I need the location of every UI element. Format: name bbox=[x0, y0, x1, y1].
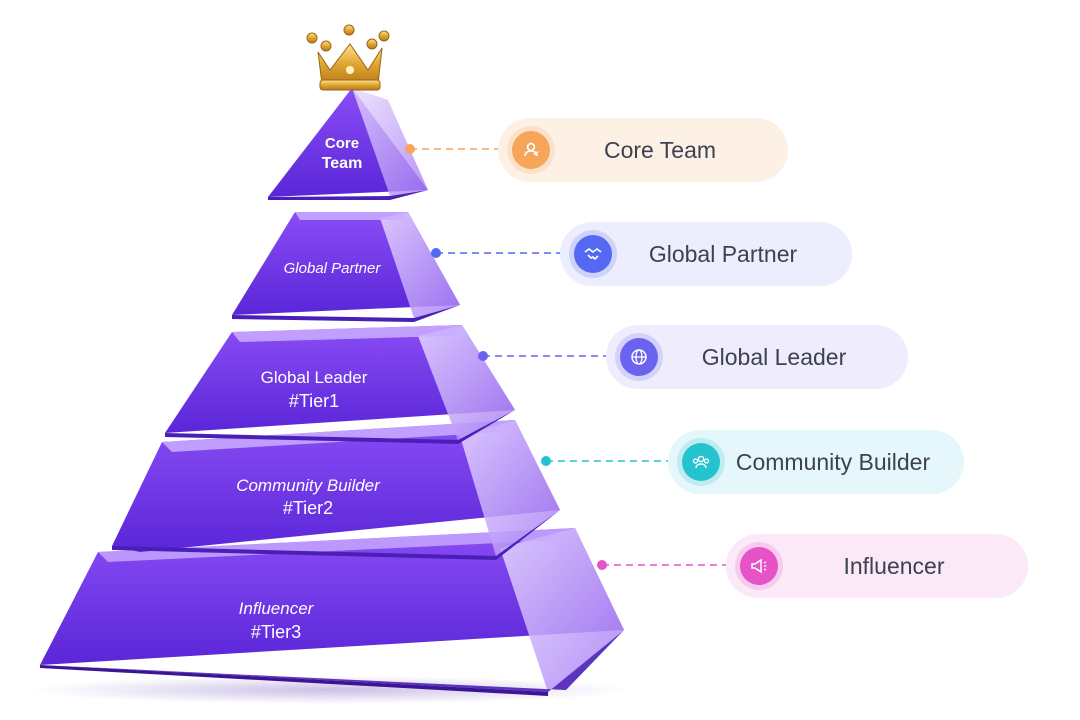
megaphone-icon bbox=[740, 547, 778, 585]
pill-global-leader: Global Leader bbox=[606, 325, 908, 389]
tier-global-leader: Global Leader #Tier1 bbox=[165, 325, 515, 444]
tier-influencer-line1: Influencer bbox=[239, 599, 315, 618]
connector-dot-builder bbox=[541, 456, 551, 466]
connector-dot-partner bbox=[431, 248, 441, 258]
pyramid-shadow bbox=[30, 676, 630, 704]
tier-community-builder: Community Builder #Tier2 bbox=[112, 420, 560, 560]
handshake-icon bbox=[574, 235, 612, 273]
crown-icon bbox=[306, 24, 390, 91]
pill-global-partner-label: Global Partner bbox=[648, 240, 798, 267]
tier-core-team-line1: Core bbox=[325, 135, 359, 152]
tier-influencer: Influencer #Tier3 bbox=[40, 528, 624, 696]
connector-dot-core bbox=[405, 144, 415, 154]
community-icon bbox=[682, 443, 720, 481]
tier-community-builder-line2: #Tier2 bbox=[283, 498, 333, 518]
tier-influencer-line2: #Tier3 bbox=[251, 622, 301, 642]
connector-dot-influencer bbox=[597, 560, 607, 570]
pill-global-partner: Global Partner bbox=[560, 222, 852, 286]
pill-community-builder: Community Builder bbox=[668, 430, 964, 494]
pill-global-leader-label: Global Leader bbox=[701, 343, 847, 370]
tier-global-leader-line1: Global Leader bbox=[261, 368, 368, 387]
tier-global-partner: Global Partner bbox=[232, 212, 460, 322]
tier-community-builder-line1: Community Builder bbox=[236, 476, 381, 495]
connectors bbox=[405, 144, 726, 570]
globe-icon bbox=[620, 338, 658, 376]
pill-core-team-label: Core Team bbox=[603, 136, 717, 163]
connector-dot-leader bbox=[478, 351, 488, 361]
tier-core-team: Core Team bbox=[268, 88, 428, 200]
pill-influencer: Influencer bbox=[726, 534, 1028, 598]
pill-community-builder-label: Community Builder bbox=[735, 448, 931, 475]
pill-influencer-label: Influencer bbox=[843, 552, 945, 579]
tier-global-partner-line1: Global Partner bbox=[284, 260, 382, 277]
tier-core-team-line2: Team bbox=[322, 155, 363, 172]
tier-global-leader-line2: #Tier1 bbox=[289, 391, 339, 411]
pill-core-team: Core Team bbox=[498, 118, 788, 182]
user-icon bbox=[512, 131, 550, 169]
